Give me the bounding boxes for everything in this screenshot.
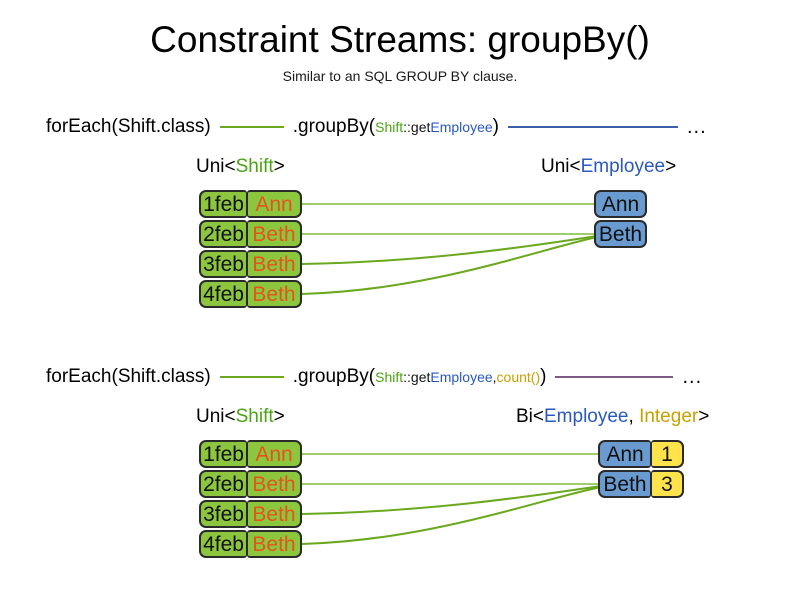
foreach-suffix: .class) — [155, 366, 211, 387]
count-box[interactable]: 3 — [651, 470, 684, 498]
link-3feb-beth-2 — [301, 485, 602, 515]
foreach-type: Shift — [117, 116, 156, 137]
link-4feb-beth-2 — [301, 486, 602, 545]
connector-groupby-tail — [555, 376, 674, 378]
link-group-section-1 — [301, 203, 598, 295]
shift-date-box[interactable]: 3feb — [199, 500, 247, 528]
type-arg: Shift — [235, 156, 274, 177]
shift-employee-box[interactable]: Ann — [247, 440, 302, 468]
connector-foreach-groupby — [219, 126, 284, 128]
employee-box[interactable]: Beth — [594, 220, 647, 248]
shift-employee-box[interactable]: Beth — [247, 280, 302, 308]
mapper-separator: ::get — [403, 369, 431, 385]
link-4feb-beth — [301, 236, 598, 295]
type-generic: Bi< — [516, 406, 544, 427]
type-label-uni-shift-2: Uni<Shift> — [196, 405, 285, 429]
shift-employee-box[interactable]: Beth — [247, 470, 302, 498]
shift-employee-box[interactable]: Beth — [247, 220, 302, 248]
link-group-section-2 — [301, 453, 602, 545]
type-arg-2: Integer — [639, 406, 699, 427]
shift-employee-box[interactable]: Beth — [247, 530, 302, 558]
type-label-uni-shift: Uni<Shift> — [196, 155, 285, 179]
mapper-type: Shift — [375, 119, 404, 135]
shift-date-box[interactable]: 3feb — [199, 250, 247, 278]
mapper-type: Shift — [375, 369, 404, 385]
shift-date-box[interactable]: 4feb — [199, 280, 247, 308]
shift-date-box[interactable]: 4feb — [199, 530, 247, 558]
foreach-prefix: forEach( — [46, 366, 118, 387]
link-3feb-beth — [301, 235, 598, 265]
groupby-prefix: .groupBy( — [292, 116, 376, 137]
pipeline-ellipsis: ... — [682, 366, 703, 388]
page-subtitle: Similar to an SQL GROUP BY clause. — [282, 68, 518, 84]
type-arg: Employee — [580, 156, 666, 177]
count-box[interactable]: 1 — [651, 440, 684, 468]
groupby-suffix: ) — [492, 116, 499, 137]
shift-employee-box[interactable]: Beth — [247, 250, 302, 278]
shift-date-box[interactable]: 2feb — [199, 220, 247, 248]
type-generic: Uni< — [196, 156, 236, 177]
connector-foreach-groupby — [219, 376, 284, 378]
type-close: > — [273, 406, 285, 427]
page-title: Constraint Streams: groupBy() — [150, 19, 650, 60]
groupby-suffix: ) — [540, 366, 547, 387]
type-generic: Uni< — [196, 406, 236, 427]
type-separator: , — [628, 406, 640, 427]
shift-employee-box[interactable]: Beth — [247, 500, 302, 528]
type-close: > — [273, 156, 285, 177]
employee-box[interactable]: Ann — [598, 440, 651, 468]
type-label-uni-employee: Uni<Employee> — [541, 155, 676, 179]
type-close: > — [665, 156, 677, 177]
employee-box[interactable]: Beth — [598, 470, 651, 498]
type-label-bi-employee-integer: Bi<Employee, Integer> — [516, 405, 709, 429]
mapper-property: Employee — [430, 119, 493, 135]
pipeline-ellipsis: ... — [686, 116, 707, 138]
type-arg: Shift — [235, 406, 274, 427]
type-generic: Uni< — [541, 156, 581, 177]
mapper-separator: ::get — [403, 119, 431, 135]
shift-employee-box[interactable]: Ann — [247, 190, 302, 218]
type-close: > — [698, 406, 710, 427]
pipeline-groupby-count: forEach(Shift.class) .groupBy(Shift::get… — [46, 364, 766, 390]
foreach-type: Shift — [117, 366, 156, 387]
collector-count: count() — [496, 369, 541, 385]
mapper-comma: , — [492, 369, 497, 385]
foreach-suffix: .class) — [155, 116, 211, 137]
shift-date-box[interactable]: 2feb — [199, 470, 247, 498]
groupby-prefix: .groupBy( — [292, 366, 376, 387]
pipeline-groupby-single: forEach(Shift.class) .groupBy(Shift::get… — [46, 114, 766, 140]
employee-box[interactable]: Ann — [594, 190, 647, 218]
shift-date-box[interactable]: 1feb — [199, 190, 247, 218]
type-arg: Employee — [544, 406, 629, 427]
foreach-prefix: forEach( — [46, 116, 118, 137]
mapper-property: Employee — [430, 369, 493, 385]
connector-groupby-tail — [507, 126, 678, 128]
shift-date-box[interactable]: 1feb — [199, 440, 247, 468]
